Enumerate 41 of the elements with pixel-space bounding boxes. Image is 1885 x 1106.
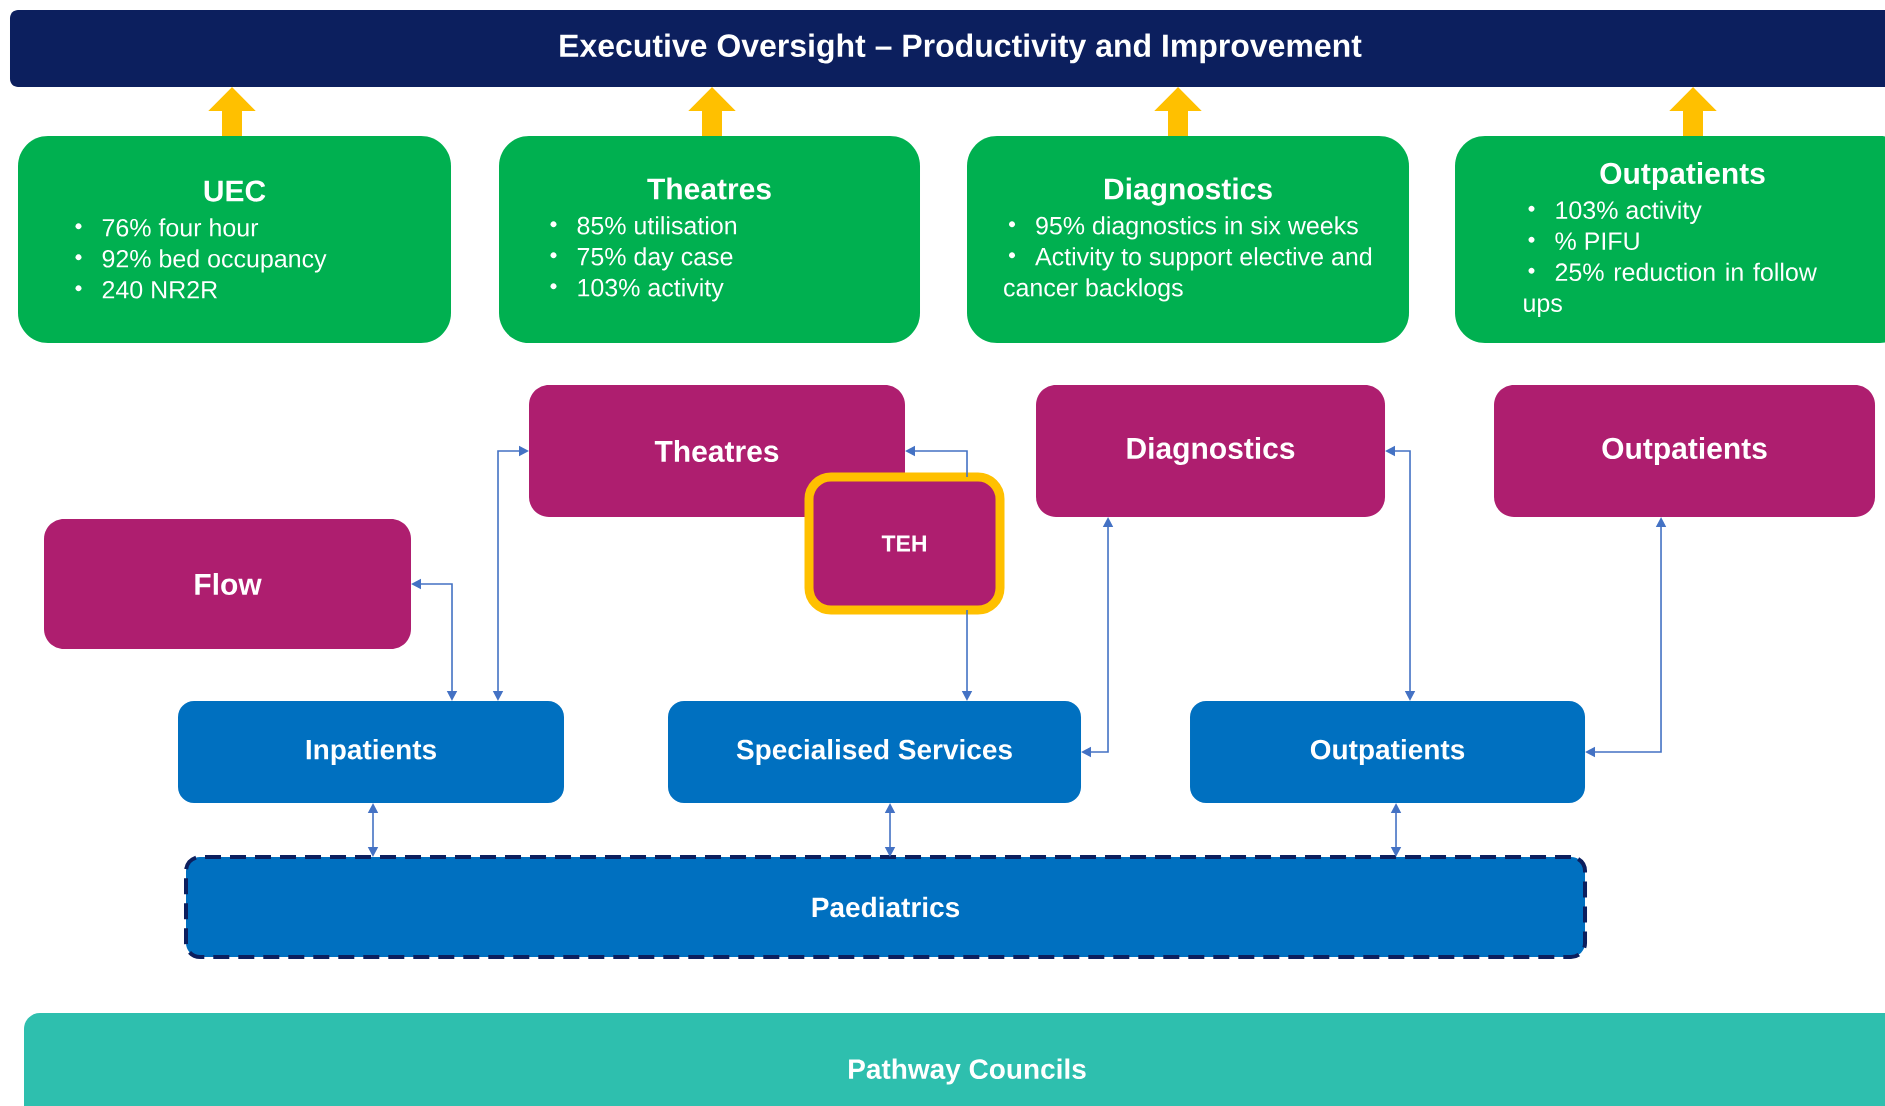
bullet-item: 85% utilisation	[550, 216, 737, 235]
team-box	[1494, 385, 1875, 517]
team-box	[1036, 385, 1385, 517]
bullet-item: 25% reduction in follow ups	[1524, 262, 1817, 317]
highlighted-box	[804, 472, 1005, 615]
division-box	[668, 701, 1081, 803]
metric-box	[967, 136, 1409, 343]
box-label: TEH	[881, 535, 926, 552]
metric-box	[499, 136, 920, 343]
team-box	[44, 519, 411, 649]
footer-band	[24, 1013, 1885, 1106]
bullet-item: 92% bed occupancy	[75, 249, 327, 273]
title-banner	[10, 10, 1885, 87]
box-label: Executive Oversight – Productivity and Improvement	[560, 33, 1362, 64]
metric-box	[18, 136, 451, 343]
box-heading: Theatres	[647, 177, 771, 200]
bullet-item: % PIFU	[1528, 232, 1639, 251]
box-label: Outpatients	[1310, 738, 1465, 766]
box-heading: Diagnostics	[1105, 177, 1272, 206]
box-heading: UEC	[204, 180, 266, 202]
box-label: Diagnostics	[1127, 436, 1295, 466]
metric-box	[1455, 136, 1885, 343]
division-box	[178, 701, 564, 803]
box-heading: Outpatients	[1600, 162, 1765, 190]
bullet-item: 103% activity	[1528, 200, 1702, 224]
group-box	[184, 855, 1587, 959]
box-label: Theatres	[654, 440, 779, 463]
box-label: Outpatients	[1602, 437, 1767, 465]
box-label: Pathway Councils	[849, 1058, 1086, 1085]
division-box	[1190, 701, 1585, 803]
box-label: Flow	[195, 573, 262, 596]
bullet-item: 75% day case	[550, 247, 733, 271]
box-label: Inpatients	[306, 738, 436, 766]
box-label: Paediatrics	[812, 896, 960, 918]
bullet-item: 103% activity	[550, 278, 724, 302]
bullet-item: 76% four hour	[75, 218, 259, 237]
bullet-item: 95% diagnostics in six weeks	[1009, 216, 1358, 240]
team-box	[529, 385, 905, 517]
bullet-item: 240 NR2R	[75, 280, 217, 299]
bullet-item: Activity to support elective and cancer backlogs	[1004, 247, 1372, 302]
box-label: Specialised Services	[736, 738, 1012, 766]
